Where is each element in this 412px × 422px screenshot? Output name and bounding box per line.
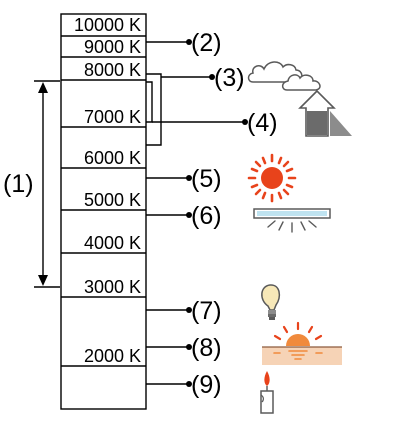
leader-dot: [186, 344, 192, 350]
sunset-icon: [262, 321, 342, 365]
callout-label-6: (6): [191, 202, 222, 230]
leader-dot: [186, 212, 192, 218]
scale-label-5000: 5000 K: [84, 190, 141, 210]
callout-label-2: (2): [191, 29, 222, 57]
scale-column-outline: [60, 13, 147, 410]
fluorescent-lamp-icon: [253, 208, 331, 233]
light-bulb-icon: [261, 284, 281, 320]
callout-label-4: (4): [247, 109, 278, 137]
leader-dot: [242, 119, 248, 125]
scale-label-10000: 10000 K: [74, 15, 141, 35]
leader-dots: [186, 39, 248, 387]
leader-dot: [186, 39, 192, 45]
sun-icon: [247, 153, 297, 203]
leader-dot: [209, 74, 215, 80]
scale-label-4000: 4000 K: [84, 233, 141, 253]
cloud-icon: [247, 61, 321, 91]
range-arrowhead-top: [38, 82, 48, 93]
leader-dot: [186, 307, 192, 313]
range-label: (1): [3, 170, 34, 198]
callout-label-9: (9): [191, 371, 222, 399]
shade-icon: [298, 89, 352, 137]
callout-label-5: (5): [191, 165, 222, 193]
leader-dot: [186, 381, 192, 387]
callout-label-8: (8): [191, 334, 222, 362]
scale-label-8000: 8000 K: [84, 60, 141, 80]
scale-label-7000: 7000 K: [84, 107, 141, 127]
range-arrowhead-bottom: [38, 275, 48, 286]
range-arrow: [34, 80, 60, 288]
scale-label-9000: 9000 K: [84, 37, 141, 57]
leader-dot: [186, 175, 192, 181]
temperature-scale: [60, 13, 147, 410]
callout-leaders: [146, 41, 244, 385]
callout-label-3: (3): [214, 64, 245, 92]
scale-label-3000: 3000 K: [84, 277, 141, 297]
bracket-4: [146, 81, 153, 123]
callout-label-7: (7): [191, 297, 222, 325]
candle-icon: [260, 371, 274, 414]
callout-labels: (2) (3) (4) (5) (6) (7) (8) (9): [191, 29, 278, 399]
scale-labels: 10000 K 9000 K 8000 K 7000 K 6000 K 5000…: [74, 15, 141, 366]
bracket-3: [146, 73, 162, 146]
scale-label-6000: 6000 K: [84, 148, 141, 168]
scale-label-2000: 2000 K: [84, 346, 141, 366]
